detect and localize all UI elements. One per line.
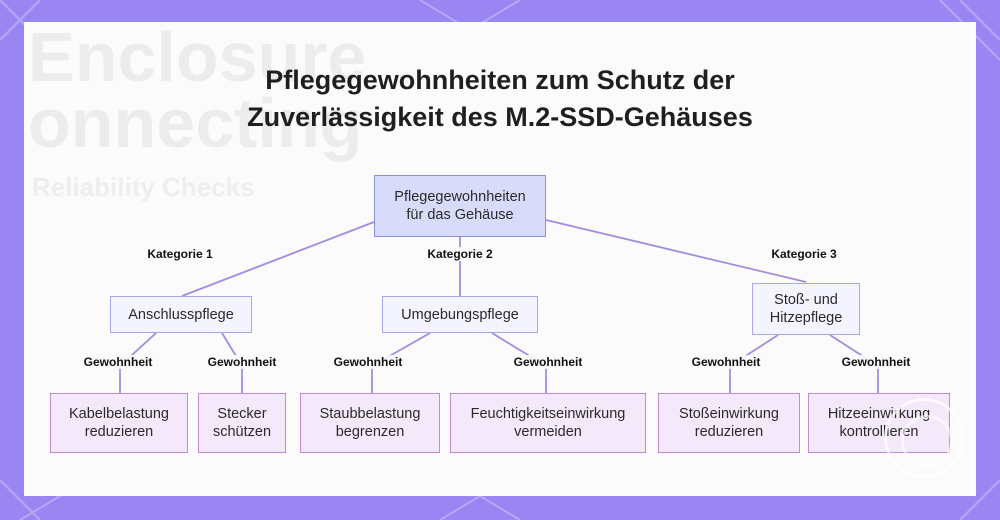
edge-label-category-1: Kategorie 1 [145,247,215,261]
background-image-subtext: Reliability Checks [32,172,255,202]
edge-label-category-3: Kategorie 3 [769,247,839,261]
title-line-1: Pflegegewohnheiten zum Schutz der [265,65,735,95]
category-node-3: Stoß- und Hitzepflege [752,283,860,335]
edge-root-category-3 [545,219,807,283]
edge-label-habit-2: Gewohnheit [205,355,279,369]
root-node: Pflegegewohnheiten für das Gehäuse [374,175,546,237]
edge-label-habit-1: Gewohnheit [81,355,155,369]
category-node-2: Umgebungspflege [382,296,538,333]
edge-root-category-1 [181,221,375,297]
edge-label-habit-5: Gewohnheit [689,355,763,369]
edge-label-habit-6: Gewohnheit [839,355,913,369]
edge-label-habit-4: Gewohnheit [511,355,585,369]
watermark-logo-icon [884,398,964,478]
habit-node-5: Stoßeinwirkung reduzieren [658,393,800,453]
diagram-title: Pflegegewohnheiten zum Schutz der Zuverl… [24,62,976,136]
background-image-text: Enclosure onnecting [28,22,367,162]
edge-label-habit-3: Gewohnheit [331,355,405,369]
habit-node-1: Kabelbelastung reduzieren [50,393,188,453]
edge-label-category-2: Kategorie 2 [425,247,495,261]
habit-node-2: Stecker schützen [198,393,286,453]
title-line-2: Zuverlässigkeit des M.2-SSD-Gehäuses [247,102,753,132]
category-node-1: Anschlusspflege [110,296,252,333]
habit-node-3: Staubbelastung begrenzen [300,393,440,453]
habit-node-4: Feuchtigkeitseinwirkung vermeiden [450,393,646,453]
